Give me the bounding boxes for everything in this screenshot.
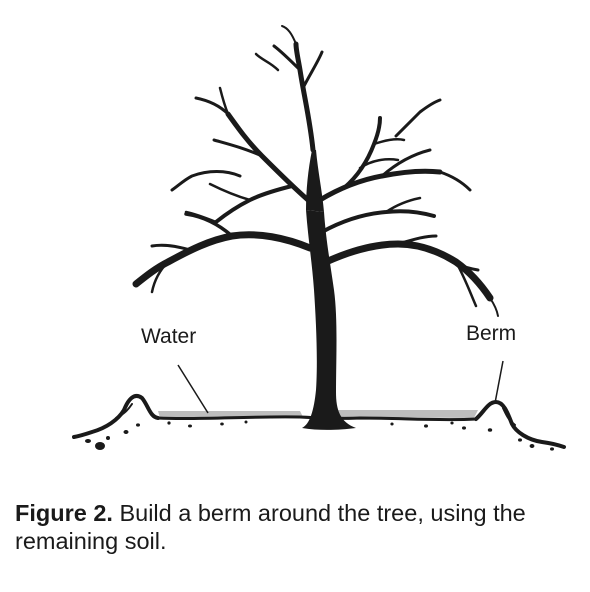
berm-left <box>72 393 160 439</box>
berm-right <box>474 400 566 449</box>
caption-figure-label: Figure 2. <box>15 500 113 526</box>
berm-label: Berm <box>466 322 517 345</box>
bare-tree-icon <box>132 25 499 430</box>
tree-berm-illustration <box>72 25 566 451</box>
water-leader-line <box>177 364 209 414</box>
soil-specks <box>85 420 554 451</box>
berm-leader-line <box>494 360 504 404</box>
tree-trunk <box>302 210 356 430</box>
water-label: Water <box>141 325 197 348</box>
figure-caption: Figure 2. Build a berm around the tree, … <box>15 499 583 555</box>
caption-text: Build a berm around the tree, using the … <box>15 500 526 554</box>
